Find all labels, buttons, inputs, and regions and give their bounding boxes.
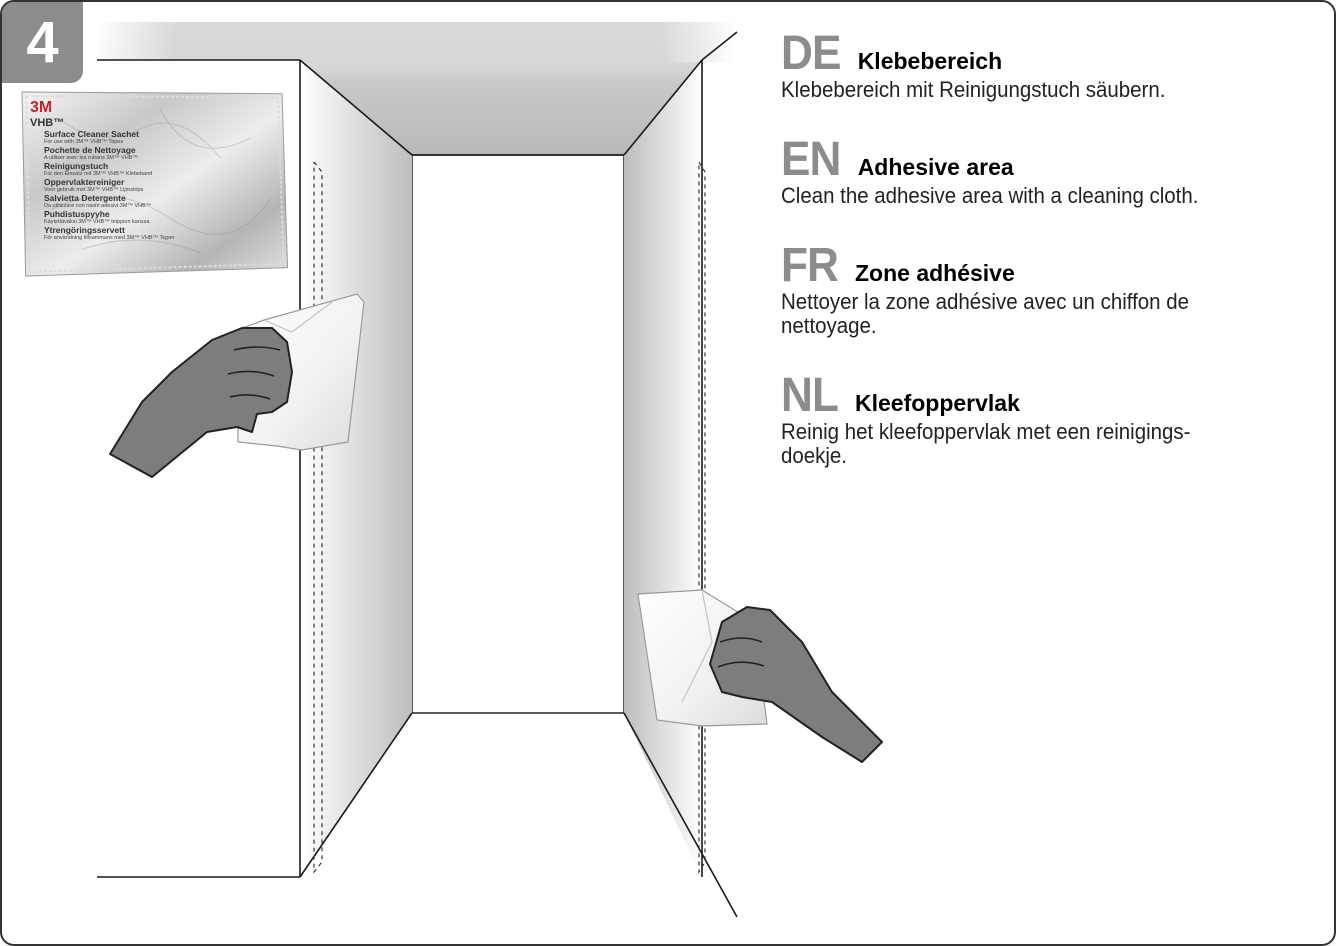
sachet-line: Oppervlaktereiniger Voor gebruik met 3M™… bbox=[44, 178, 270, 194]
instruction-title: Adhesive area bbox=[858, 154, 1014, 181]
language-code: DE bbox=[781, 30, 841, 78]
niche-back-wall bbox=[412, 155, 624, 713]
language-code: EN bbox=[781, 136, 841, 184]
sachet-line: Salvietta Detergente Da utilizzare con n… bbox=[44, 194, 270, 210]
instruction-heading: EN Adhesive area bbox=[781, 136, 1321, 184]
sachet-line: Ytrengöringsservett För användning tills… bbox=[44, 226, 270, 242]
language-code: FR bbox=[781, 242, 838, 290]
instruction-heading: DE Klebebereich bbox=[781, 30, 1321, 78]
instruction-nl: NL Kleefoppervlak Reinig het kleefopperv… bbox=[781, 372, 1321, 468]
instruction-text: Reinig het kleefoppervlak met een reinig… bbox=[781, 420, 1255, 468]
instruction-heading: NL Kleefoppervlak bbox=[781, 372, 1321, 420]
instruction-fr: FR Zone adhésive Nettoyer la zone adhési… bbox=[781, 242, 1321, 338]
instruction-title: Zone adhésive bbox=[855, 260, 1015, 287]
instruction-title: Klebebereich bbox=[858, 48, 1002, 75]
instruction-text: Nettoyer la zone adhésive avec un chiffo… bbox=[781, 290, 1255, 338]
sachet-text: 3M VHB™ Surface Cleaner Sachet For use w… bbox=[30, 100, 270, 270]
sachet-lines: Surface Cleaner Sachet For use with 3M™ … bbox=[44, 130, 270, 242]
sachet-brand: 3M bbox=[30, 100, 270, 116]
niche-left-wall bbox=[300, 60, 412, 877]
instruction-en: EN Adhesive area Clean the adhesive area… bbox=[781, 136, 1321, 208]
instruction-de: DE Klebebereich Klebebereich mit Reinigu… bbox=[781, 30, 1321, 102]
instruction-text-panel: DE Klebebereich Klebebereich mit Reinigu… bbox=[781, 30, 1321, 502]
sachet-line: Surface Cleaner Sachet For use with 3M™ … bbox=[44, 130, 270, 146]
instruction-text: Klebebereich mit Reinigungstuch säubern. bbox=[781, 78, 1255, 102]
sachet-line: Reinigungstuch Für den Einsatz mit 3M™ V… bbox=[44, 162, 270, 178]
instruction-title: Kleefoppervlak bbox=[855, 390, 1020, 417]
niche-right-wall bbox=[624, 60, 702, 877]
instruction-heading: FR Zone adhésive bbox=[781, 242, 1321, 290]
step-number-badge: 4 bbox=[2, 2, 83, 83]
language-code: NL bbox=[781, 372, 838, 420]
sachet-line: Puhdistuspyyhe Käytettäväksi 3M™ VHB™ te… bbox=[44, 210, 270, 226]
sachet-line: Pochette de Nettoyage A utiliser avec le… bbox=[44, 146, 270, 162]
instruction-text: Clean the adhesive area with a cleaning … bbox=[781, 184, 1255, 208]
